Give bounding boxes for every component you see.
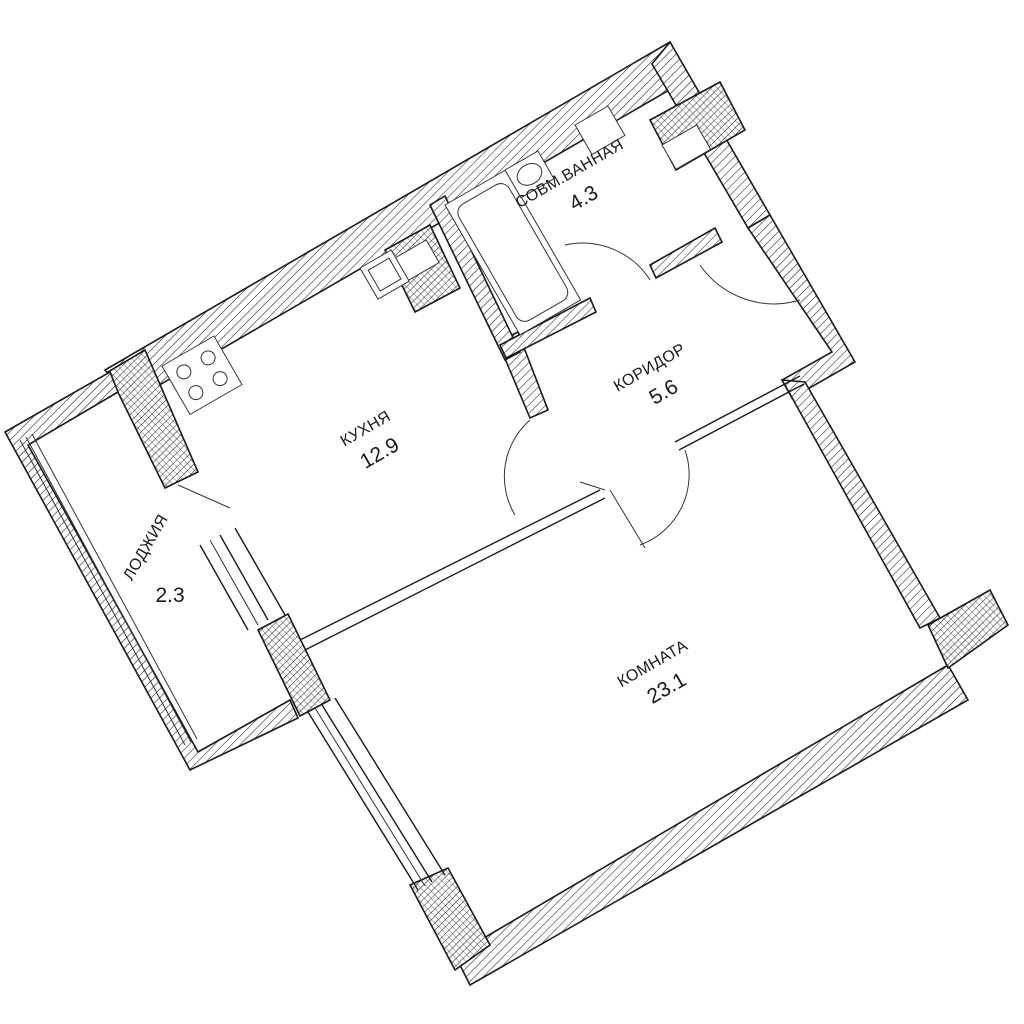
exterior-wall-room-right <box>780 379 942 630</box>
loggia-area: 2.3 <box>155 584 184 607</box>
kitchen-sink <box>359 249 410 300</box>
washbasin <box>504 150 555 199</box>
washing-machine <box>574 105 626 156</box>
loggia-outline <box>3 370 300 772</box>
wall-pier-bottom <box>408 866 492 972</box>
door-room <box>639 449 690 546</box>
stove <box>161 335 243 416</box>
exterior-wall-room-bottom <box>453 663 970 987</box>
door-entrance <box>699 264 801 305</box>
wall-pier-window <box>256 612 332 718</box>
label-kitchen: КУХНЯ 12.9 <box>338 408 403 474</box>
loggia-name: ЛОДЖИЯ <box>120 512 171 584</box>
partition-bathroom <box>428 194 522 362</box>
window-room <box>307 697 446 891</box>
window-kitchen <box>199 527 286 631</box>
label-corridor: КОРИДОР 5.6 <box>611 341 689 410</box>
bathtub <box>444 169 582 336</box>
wall-pier-right <box>926 588 1010 670</box>
partition-bathroom-right <box>648 226 724 280</box>
label-loggia: ЛОДЖИЯ 2.3 <box>120 512 184 607</box>
shaft-box-4 <box>661 124 712 170</box>
exterior-wall-corridor <box>746 213 857 400</box>
door-kitchen <box>503 419 531 516</box>
door-bathroom <box>564 242 651 281</box>
partition-bathroom-bottom <box>498 296 598 360</box>
label-room: КОМНАТА 23.1 <box>615 637 691 708</box>
wall-pier-kitchen <box>106 348 200 490</box>
corridor-area: 5.6 <box>645 375 682 410</box>
bathroom-area: 4.3 <box>565 181 602 216</box>
